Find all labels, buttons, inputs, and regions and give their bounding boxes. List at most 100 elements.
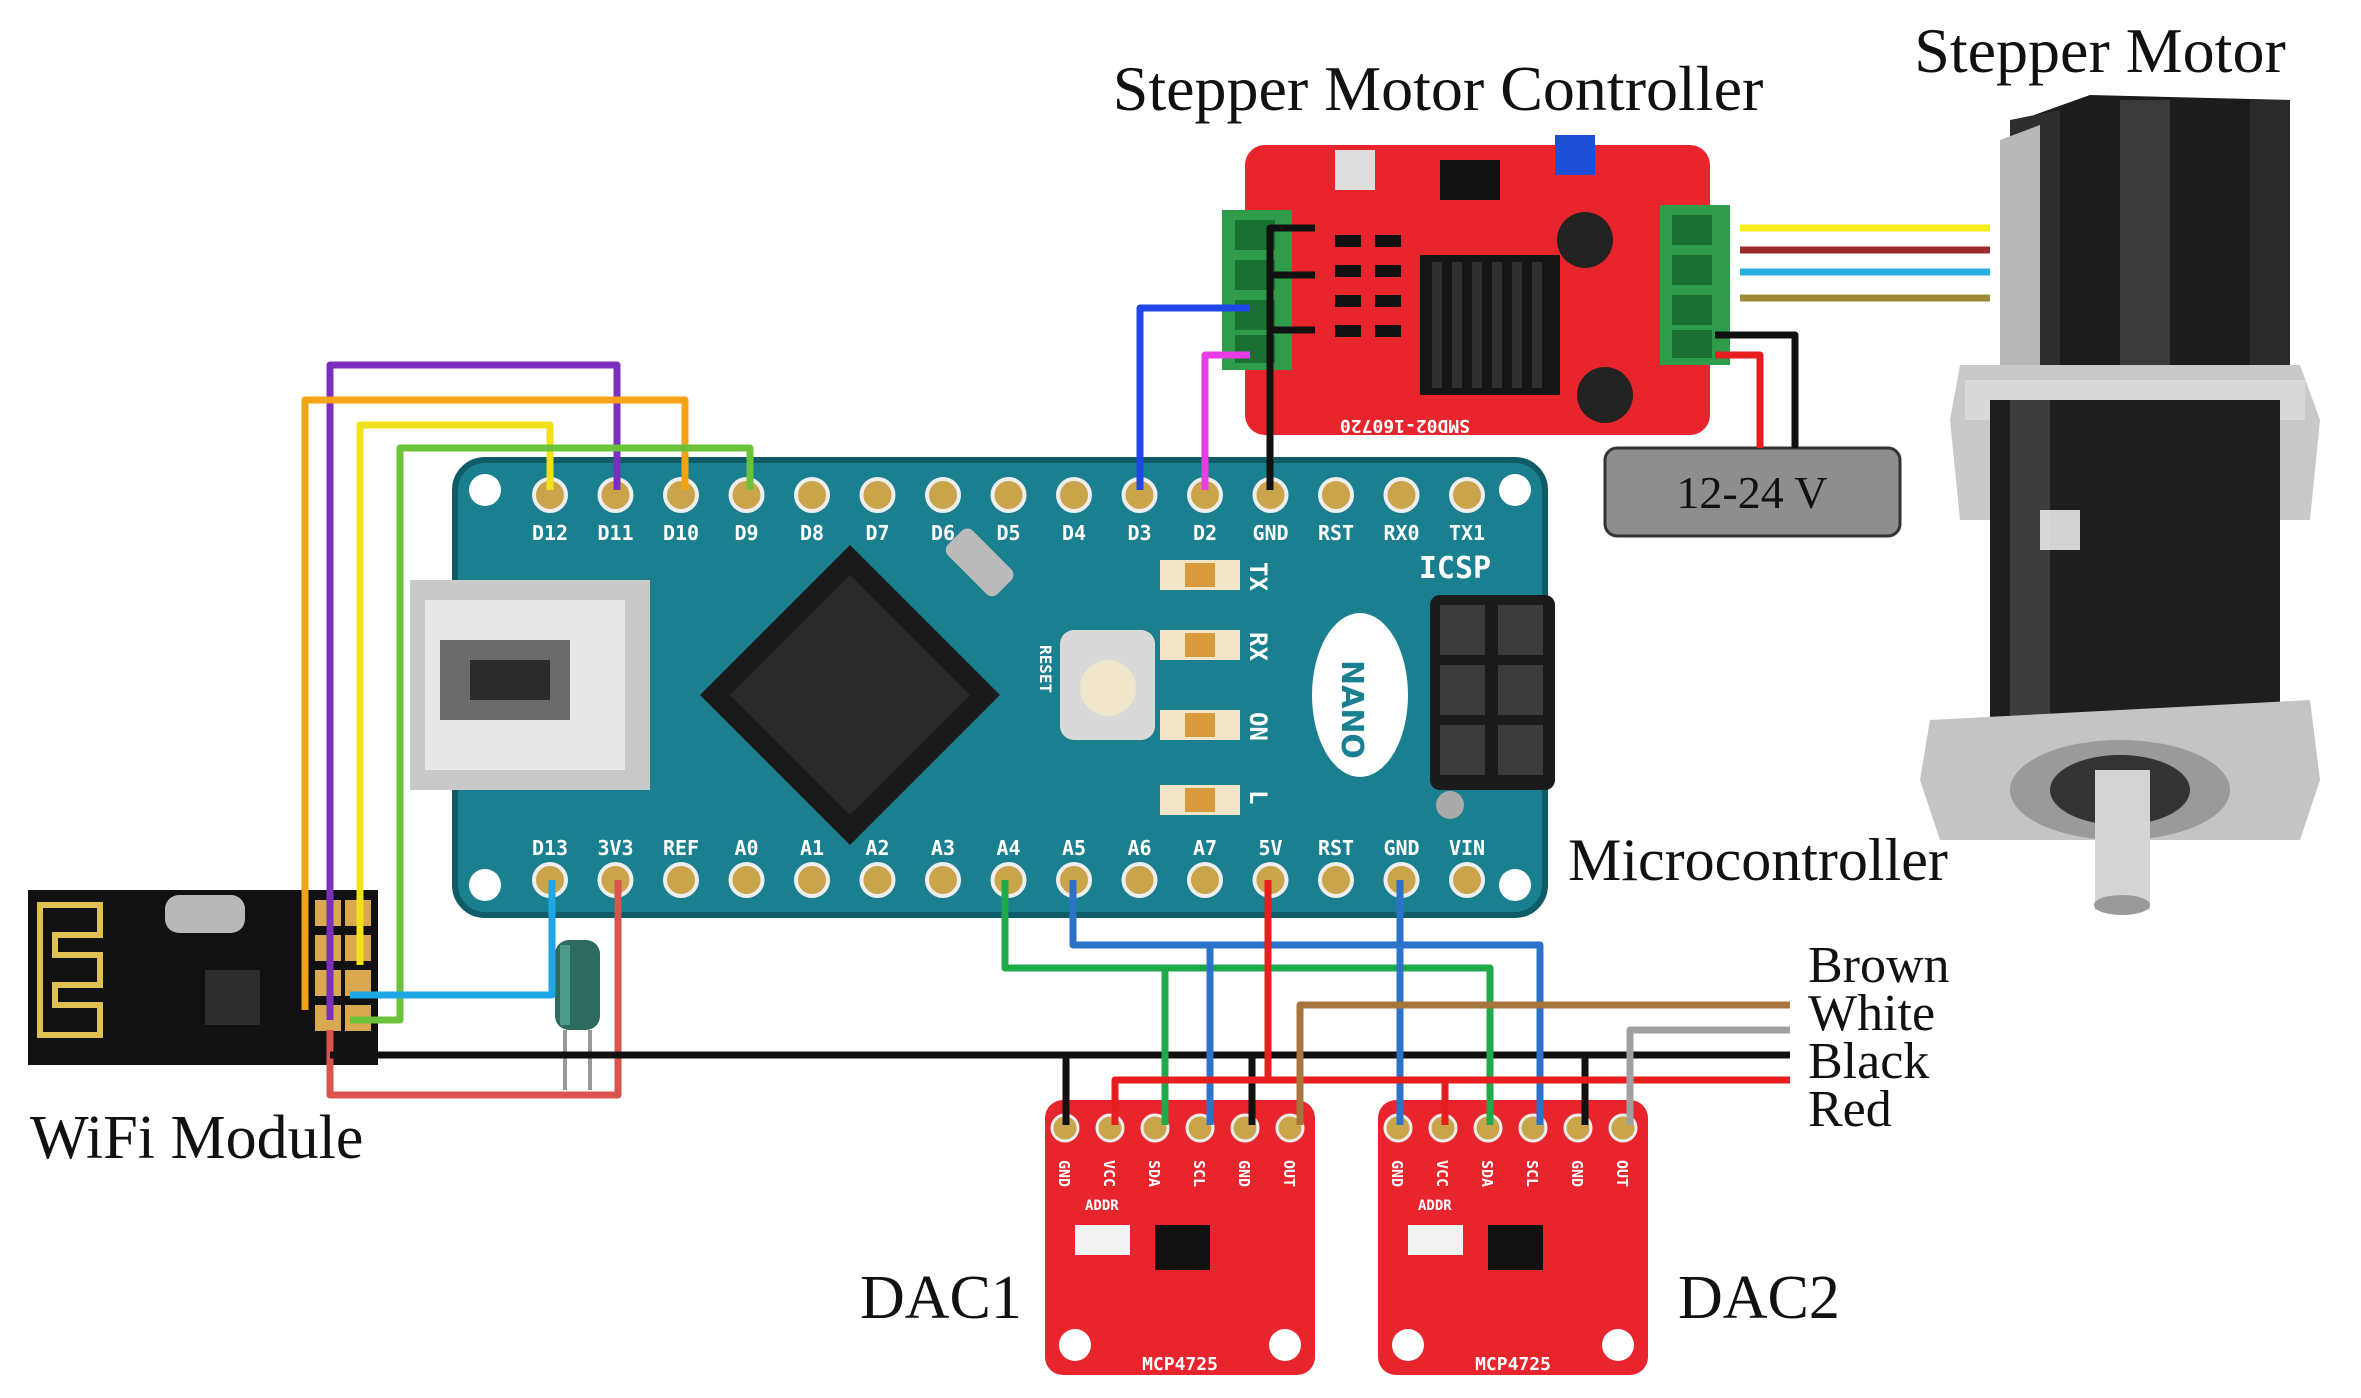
wire-red-vcc-bus	[1111, 1076, 1790, 1125]
wire-lightblue-d13	[350, 880, 556, 999]
legend-black: Black	[1808, 1033, 1929, 1090]
wire-green-sda2	[1165, 964, 1494, 1125]
nano-pin-d8	[794, 477, 830, 513]
wire-purple-d11	[326, 361, 621, 1020]
dac-mount-hole	[1392, 1329, 1424, 1361]
dac-mount-hole	[1602, 1329, 1634, 1361]
nano-pin-d7	[859, 477, 896, 513]
nano-pin-ref	[663, 862, 699, 898]
nano-pin-a2	[859, 862, 896, 898]
nano-pin-label: A1	[800, 836, 824, 860]
nano-pin-label: D11	[597, 521, 633, 545]
nano-pin-label: D4	[1062, 521, 1086, 545]
nano-pin-label: D9	[734, 521, 758, 545]
nano-pin-vin	[1449, 862, 1485, 898]
nano-pin-a0	[728, 862, 765, 898]
dac2-board: ADDR MCP4725 GND VCC SDA SCL GND OUT	[1378, 1100, 1648, 1375]
dac-pin-label: VCC	[1433, 1160, 1451, 1187]
wire-blue-scl	[1069, 880, 1214, 1125]
dac-pin-label: SCL	[1190, 1160, 1208, 1187]
nano-pin-label: RX0	[1383, 521, 1419, 545]
dac-pin-label: GND	[1568, 1160, 1586, 1187]
dac-pin-label: SDA	[1478, 1160, 1496, 1187]
dac1-title: DAC1	[860, 1264, 1022, 1332]
dac-addr-pad	[1408, 1225, 1463, 1255]
dac-addr-label: ADDR	[1418, 1198, 1452, 1214]
legend-white: White	[1808, 985, 1935, 1042]
nano-pin-rst	[1318, 477, 1354, 513]
nano-pin-label: D12	[532, 521, 568, 545]
led-tx-label: TX	[1244, 562, 1272, 591]
nano-pin-label: D6	[931, 521, 955, 545]
nano-pin-label: RST	[1318, 836, 1354, 860]
legend-red: Red	[1808, 1081, 1892, 1138]
stepper-motor-controller: SMD02-160720	[1222, 135, 1730, 436]
nano-pin-d5	[990, 477, 1027, 513]
dac-pin-label: GND	[1235, 1160, 1253, 1187]
dac-pin-label: OUT	[1280, 1160, 1298, 1187]
wire-blue-d3	[1136, 304, 1250, 490]
wire-red-3v3	[326, 880, 622, 1099]
dac-mount-hole	[1269, 1329, 1301, 1361]
icsp-label: ICSP	[1419, 551, 1491, 586]
dac-mount-hole	[1059, 1329, 1091, 1361]
nano-pin-tx1	[1449, 477, 1485, 513]
nano-pin-label: A4	[996, 836, 1020, 860]
arduino-nano: RESET TX RX ON L NANO ICSP	[410, 457, 1555, 918]
nano-pin-label: D2	[1193, 521, 1217, 545]
nano-pin-label: A7	[1193, 836, 1217, 860]
nano-pin-label: GND	[1383, 836, 1419, 860]
nano-pin-d10	[663, 477, 699, 513]
wire-brown-dac1-out	[1296, 1001, 1790, 1125]
led-rx-label: RX	[1244, 632, 1272, 661]
controller-pcb-text: SMD02-160720	[1340, 415, 1470, 436]
dac-chip-label: MCP4725	[1142, 1354, 1218, 1375]
dac-chip	[1488, 1225, 1543, 1270]
dac2-title: DAC2	[1678, 1264, 1840, 1332]
dac-pin-label: OUT	[1613, 1160, 1631, 1187]
power-wire-black	[1715, 331, 1799, 448]
dac-chip	[1155, 1225, 1210, 1270]
power-supply-label: 12-24 V	[1676, 467, 1827, 518]
wire-green-d9	[350, 444, 754, 1024]
nano-pin-a7	[1187, 862, 1223, 898]
nano-pin-d4	[1056, 477, 1092, 513]
led-on-label: ON	[1244, 712, 1272, 741]
nano-pin-label: D7	[865, 521, 889, 545]
nano-pin-label: TX1	[1449, 521, 1485, 545]
stepper-motor	[1920, 95, 2320, 915]
nano-pin-label: REF	[663, 836, 699, 860]
dac-pin-label: SCL	[1523, 1160, 1541, 1187]
nano-pin-rx0	[1383, 477, 1420, 513]
nano-pin-a1	[794, 862, 830, 898]
wifi-module	[28, 890, 378, 1065]
wire-blue-scl2	[1210, 941, 1544, 1125]
nano-pin-label: D8	[800, 521, 824, 545]
dac-pin-vcc	[1095, 1113, 1125, 1143]
nano-pin-label: D5	[996, 521, 1020, 545]
nano-pin-label: A5	[1062, 836, 1086, 860]
wires	[301, 224, 1990, 1125]
nano-pin-label: A2	[865, 836, 889, 860]
wire-black-controller-gnd	[1266, 224, 1315, 490]
capacitor	[555, 940, 600, 1090]
led-l-label: L	[1244, 790, 1272, 804]
wire-grey-dac2-out	[1626, 1026, 1790, 1125]
nano-pin-label: D13	[532, 836, 568, 860]
nano-pin-label: D10	[663, 521, 699, 545]
dac-pin-label: GND	[1388, 1160, 1406, 1187]
nano-pin-label: D3	[1127, 521, 1151, 545]
dac-addr-pad	[1075, 1225, 1130, 1255]
wifi-module-title: WiFi Module	[30, 1104, 363, 1172]
nano-label: NANO	[1334, 660, 1369, 759]
wire-color-legend: Brown White Black Red	[1808, 937, 1950, 1138]
nano-pin-label: A0	[734, 836, 758, 860]
dac-pin-label: VCC	[1100, 1160, 1118, 1187]
nano-pin-label: VIN	[1449, 836, 1485, 860]
dac-chip-label: MCP4725	[1475, 1354, 1551, 1375]
power-wire-red	[1715, 351, 1764, 448]
